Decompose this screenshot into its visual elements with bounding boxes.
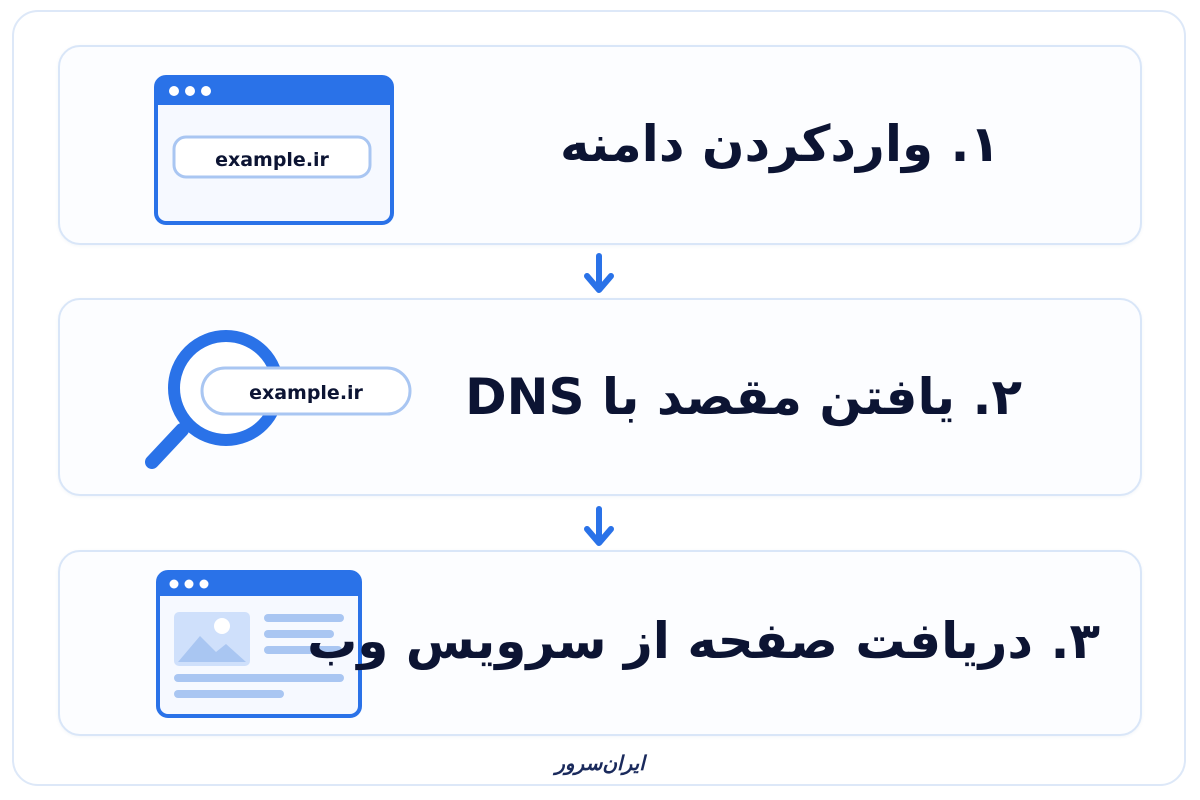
step-2-card: example.ir ۲. یافتن مقصد با DNS: [58, 298, 1142, 496]
step-1-title: ۱. واردکردن دامنه: [559, 115, 1000, 173]
step-2-title: ۲. یافتن مقصد با DNS: [465, 368, 1022, 426]
step-2-url-text: example.ir: [249, 382, 363, 404]
step-3-card: ۳. دریافت صفحه از سرویس وب: [58, 550, 1142, 736]
arrow-down-icon: [584, 506, 614, 546]
magnifier-search-icon: [145, 330, 412, 469]
step-1-url-text: example.ir: [215, 149, 329, 171]
webpage-layout-icon: [156, 570, 362, 718]
step-1-card: example.ir ۱. واردکردن دامنه: [58, 45, 1142, 245]
browser-window-icon: [154, 75, 394, 225]
step-3-title: ۳. دریافت صفحه از سرویس وب: [307, 612, 1100, 670]
brand-logo: ایران‌سرور: [555, 751, 645, 775]
arrow-down-icon: [584, 253, 614, 293]
